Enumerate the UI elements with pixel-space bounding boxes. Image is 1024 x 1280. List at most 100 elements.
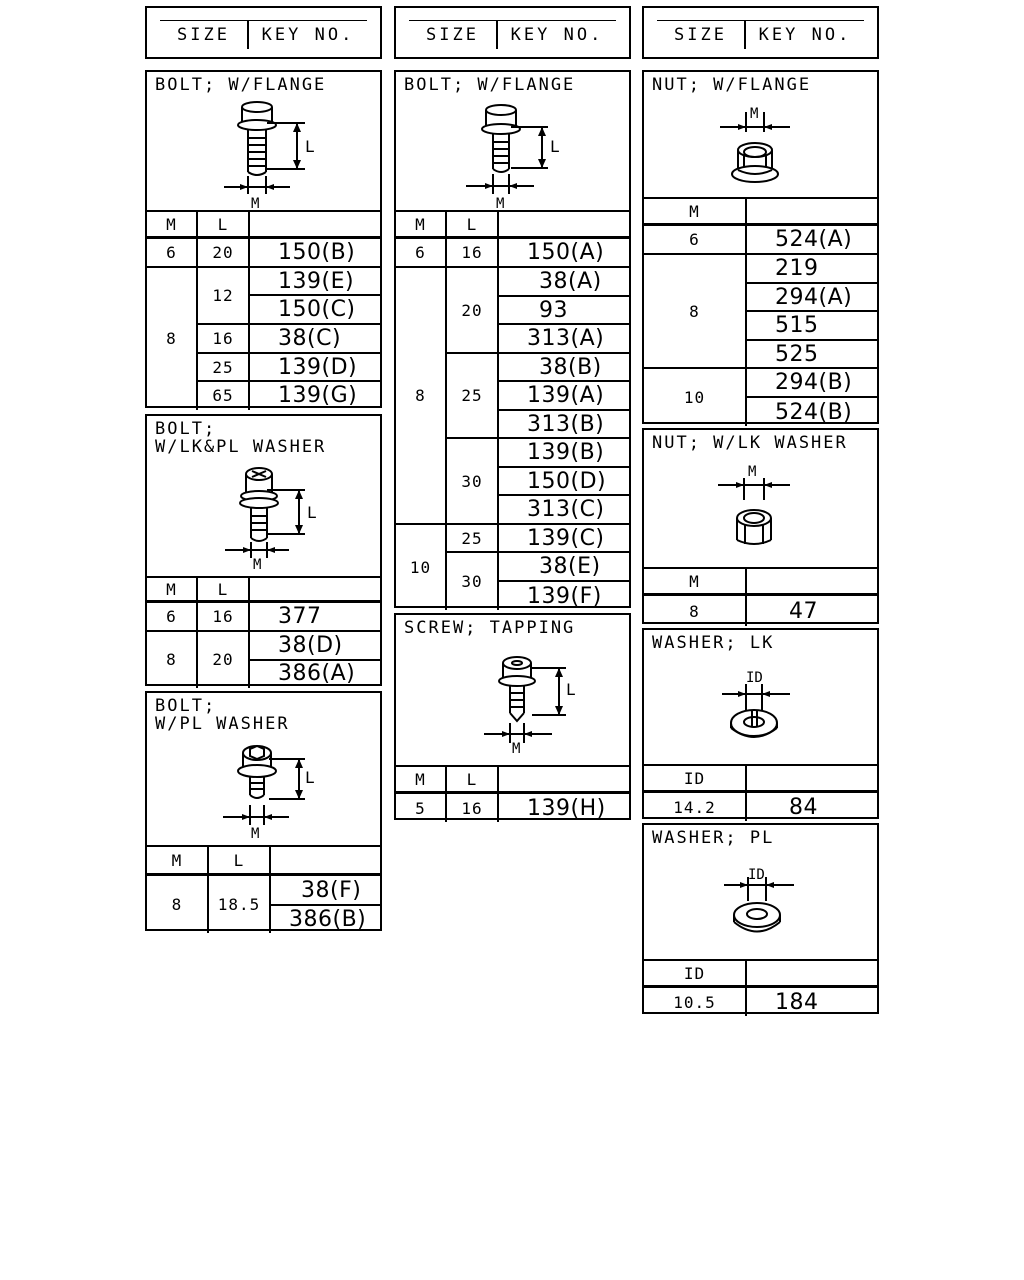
l-value: 65 [212,385,234,405]
size-header: SIZE [409,21,498,49]
key-number: 313(B) [527,411,605,437]
svg-text:M: M [512,741,520,757]
id-col-header: ID [683,768,706,788]
tapping-screw-drawing-icon: L M [484,656,576,757]
l-value: 16 [461,243,483,262]
size-header: SIZE [657,21,746,49]
l-value: 25 [212,357,234,377]
m-value: 8 [689,601,700,621]
l-value: 25 [461,386,483,405]
key-number: 38(F) [301,877,362,903]
section-washer-lk: WASHER; LK ID ID 14.2 84 [642,628,879,821]
m-col-header: M [689,201,700,221]
section-title: BOLT; W/LK&PL WASHER [155,419,327,457]
key-number: 150(B) [278,240,356,265]
section-washer-pl: WASHER; PL ID ID 10.5 184 [642,823,879,1016]
svg-text:M: M [496,196,504,212]
section-screw-tapping: SCREW; TAPPING L M M L 5 16 139(H) [394,613,631,822]
header-box-col3: SIZE KEY NO. [642,6,879,59]
m-col-header: M [166,214,177,234]
svg-text:L: L [305,768,315,787]
plain-washer-drawing-icon: ID [724,867,794,933]
svg-text:M: M [251,196,259,212]
lk-pl-washer-bolt-drawing-icon: L M [225,467,317,573]
key-number: 38(A) [539,269,602,294]
section-title: BOLT; W/PL WASHER [155,696,290,734]
m-value: 8 [166,328,177,348]
l-value: 18.5 [217,895,261,914]
pl-washer-bolt-drawing-icon: L M [223,744,315,842]
spec-table: M L 6 16 377 8 20 38(D) 386(A) [147,576,380,688]
id-value: 10.5 [673,992,716,1012]
section-bolt-lk-pl-washer: BOLT; W/LK&PL WASHER L M M L 6 16 377 8 … [145,414,382,688]
l-col-header: L [466,214,478,234]
key-number: 139(C) [527,525,605,551]
spec-table: M 6 524(A) 8 219 294(A) 515 525 10 294(B… [644,197,877,426]
m-value: 10 [683,388,706,407]
key-number: 377 [278,604,322,629]
id-col-header: ID [683,963,706,983]
l-value: 16 [212,607,234,626]
key-number: 524(A) [775,227,853,252]
header-box-col2: SIZE KEY NO. [394,6,631,59]
section-bolt-flange-a: BOLT; W/FLANGE L M M L 6 20 150(B) 8 12 [145,70,382,410]
key-number: 139(E) [278,268,355,294]
key-number: 294(A) [775,284,853,310]
l-col-header: L [217,579,229,599]
m-value: 6 [166,243,177,262]
key-number: 313(C) [527,497,605,522]
key-number: 38(E) [539,554,601,579]
l-value: 20 [461,300,483,320]
section-nut-flange: NUT; W/FLANGE M M 6 524(A) 8 219 294(A) … [642,70,879,426]
section-title: WASHER; PL [652,828,775,848]
id-value: 14.2 [673,797,716,817]
section-title: SCREW; TAPPING [404,618,576,638]
section-nut-lk-washer: NUT; W/LK WASHER M M 8 47 [642,428,879,626]
l-value: 12 [212,286,234,305]
key-number: 38(C) [278,326,342,351]
svg-text:ID: ID [746,670,763,686]
m-value: 8 [166,649,177,669]
key-number: 139(D) [278,354,358,380]
key-no-header: KEY NO. [510,25,604,45]
l-value: 20 [212,649,234,669]
header-box-col1: SIZE KEY NO. [145,6,382,59]
svg-text:M: M [253,557,261,573]
key-number: 150(C) [278,297,356,322]
m-col-header: M [171,850,183,870]
spec-table: M L 5 16 139(H) [396,765,629,822]
lk-washer-nut-drawing-icon: M [718,464,790,545]
l-col-header: L [233,850,245,870]
section-title: BOLT; W/FLANGE [404,75,576,95]
key-number: 150(A) [527,240,605,265]
svg-text:M: M [750,106,758,122]
key-number: 150(D) [527,468,607,494]
key-number: 184 [775,989,819,1015]
m-col-header: M [689,571,700,591]
svg-text:L: L [550,137,560,156]
spec-table: ID 10.5 184 [644,959,877,1016]
key-no-header: KEY NO. [261,25,355,45]
l-value: 25 [461,528,483,548]
key-number: 515 [775,313,819,338]
key-number: 139(H) [527,795,606,821]
svg-text:ID: ID [748,867,765,883]
section-title: NUT; W/FLANGE [652,75,812,95]
m-value: 6 [166,607,177,626]
key-number: 139(G) [278,382,358,408]
key-number: 93 [539,297,568,323]
flange-bolt-drawing-icon: L M [466,104,560,212]
l-value: 30 [461,572,483,591]
l-value: 20 [212,243,234,262]
m-value: 8 [689,301,700,321]
m-value: 5 [415,798,426,818]
section-bolt-flange-b: BOLT; W/FLANGE L M M L 6 [394,70,631,610]
l-col-header: L [466,769,478,789]
key-number: 38(D) [278,633,343,658]
key-number: 386(A) [278,661,356,686]
m-col-header: M [415,214,426,234]
m-value: 6 [415,243,426,262]
spec-table: M L 6 16 150(A) 8 20 38(A) 93 313(A) 25 … [396,210,629,610]
svg-text:L: L [566,680,576,699]
key-number: 38(B) [539,354,602,380]
